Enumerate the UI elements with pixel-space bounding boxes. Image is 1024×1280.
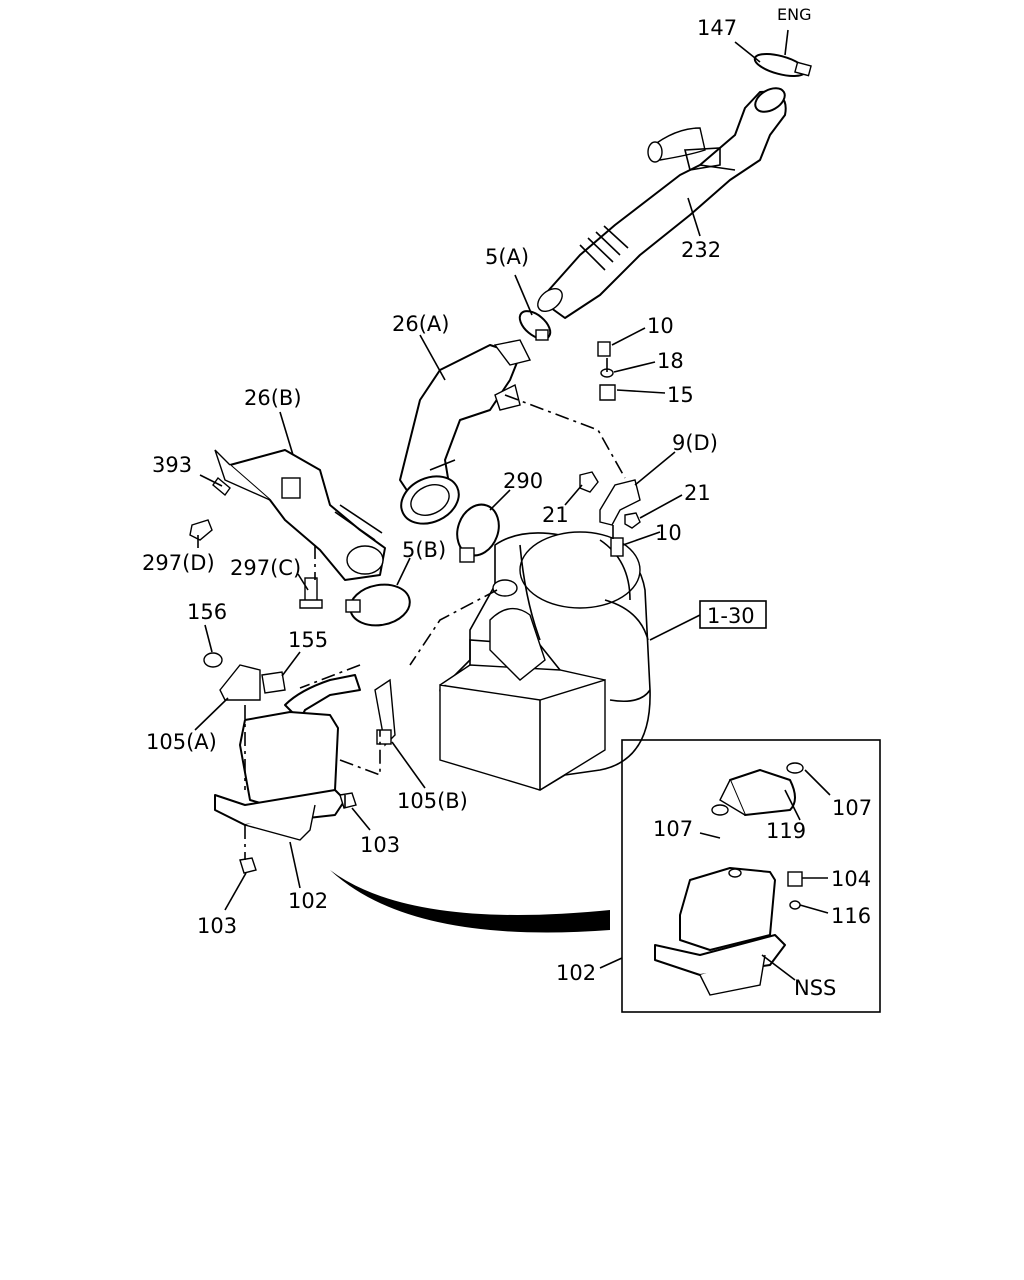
guide-lines — [244, 358, 626, 860]
label-5b: 5(B) — [402, 538, 446, 562]
hose-clamp-290 — [456, 503, 500, 563]
label-nss: NSS — [794, 976, 836, 1000]
nss-inset-box — [621, 739, 881, 1013]
bolt-10-lower — [610, 537, 624, 557]
bolt-155 — [261, 671, 286, 694]
hose-clamp-5b — [345, 583, 411, 627]
label-107-right: 107 — [832, 796, 872, 820]
label-104: 104 — [831, 867, 871, 891]
label-103-left: 103 — [197, 914, 237, 938]
label-5a: 5(A) — [485, 245, 529, 269]
label-26a: 26(A) — [392, 312, 449, 336]
air-duct-26a — [399, 339, 532, 525]
bracket-9d — [599, 479, 641, 526]
resonator-102-left — [214, 664, 396, 874]
direction-label-eng: ENG — [777, 5, 811, 24]
label-119: 119 — [766, 819, 806, 843]
label-297c: 297(C) — [230, 556, 301, 580]
bolt-10-top — [597, 341, 611, 357]
label-105b: 105(B) — [397, 789, 468, 813]
label-393: 393 — [152, 453, 192, 477]
label-290: 290 — [503, 469, 543, 493]
label-102-left: 102 — [288, 889, 328, 913]
label-232: 232 — [681, 238, 721, 262]
label-105a: 105(A) — [146, 730, 217, 754]
label-103-right: 103 — [360, 833, 400, 857]
label-10-top: 10 — [647, 314, 674, 338]
callout-labels: ENG 147 232 5(A) 26(A) 10 18 15 26(B) 9(… — [142, 5, 872, 1000]
air-cleaner-assembly — [439, 531, 651, 791]
label-21-left: 21 — [542, 503, 569, 527]
label-107-left: 107 — [653, 817, 693, 841]
leader-lines — [194, 29, 831, 981]
label-297d: 297(D) — [142, 551, 215, 575]
label-10-lower: 10 — [655, 521, 682, 545]
reference-arrow — [330, 870, 610, 933]
label-9d: 9(D) — [672, 431, 718, 455]
label-21-right: 21 — [684, 481, 711, 505]
label-156: 156 — [187, 600, 227, 624]
label-26b: 26(B) — [244, 386, 302, 410]
air-intake-hose-232 — [537, 87, 787, 319]
label-102-inset: 102 — [556, 961, 596, 985]
label-1-30: 1-30 — [707, 604, 755, 628]
label-116: 116 — [831, 904, 871, 928]
bolt-297d — [189, 519, 213, 541]
nut-21-right — [624, 512, 641, 529]
nut-21-left — [579, 471, 599, 493]
label-18: 18 — [657, 349, 684, 373]
air-duct-26b — [214, 449, 386, 581]
label-147: 147 — [697, 16, 737, 40]
hose-clamp-5a — [518, 310, 552, 341]
label-155: 155 — [288, 628, 328, 652]
label-15: 15 — [667, 383, 694, 407]
nut-156 — [203, 652, 223, 668]
grommet-15 — [599, 384, 616, 401]
reference-box-1-30 — [699, 600, 767, 629]
bolt-297c — [299, 577, 323, 609]
hose-clamp-147 — [753, 53, 812, 77]
